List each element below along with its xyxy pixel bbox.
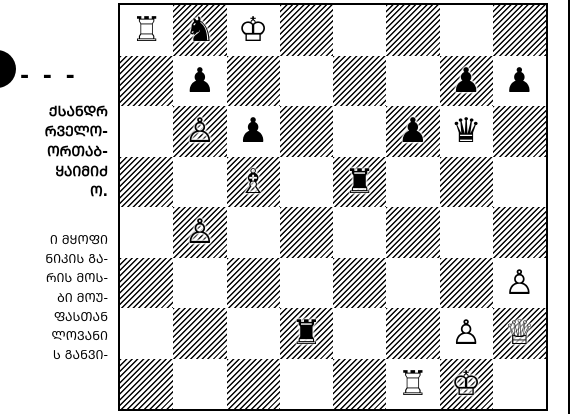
square-d5 <box>280 157 333 208</box>
square-b1 <box>173 359 226 410</box>
square-h8 <box>493 5 546 56</box>
square-a7 <box>120 56 173 107</box>
square-f2 <box>386 308 439 359</box>
black-pawn-icon: ♟ <box>386 106 439 157</box>
square-c3 <box>227 258 280 309</box>
square-f5 <box>386 157 439 208</box>
square-g8 <box>440 5 493 56</box>
square-f8 <box>386 5 439 56</box>
square-a5 <box>120 157 173 208</box>
article-body: Ი ᲛᲧᲝᲤᲘ ᲜᲘᲙᲘᲡ ᲒᲐ- ᲠᲘᲡ ᲛᲝᲡ- ᲑᲘ ᲛᲝᲣ- ᲤᲐᲡᲗᲐ… <box>0 230 108 364</box>
black-pawn-icon: ♟ <box>173 56 226 107</box>
square-f4 <box>386 207 439 258</box>
square-b2 <box>173 308 226 359</box>
square-f3 <box>386 258 439 309</box>
square-c1 <box>227 359 280 410</box>
square-h6 <box>493 106 546 157</box>
square-h4 <box>493 207 546 258</box>
square-g4 <box>440 207 493 258</box>
square-d4 <box>280 207 333 258</box>
square-c4 <box>227 207 280 258</box>
square-e4 <box>333 207 386 258</box>
black-queen-icon: ♛ <box>440 106 493 157</box>
square-d6 <box>280 106 333 157</box>
page-edge-line <box>568 0 570 414</box>
black-rook-icon: ♜ <box>280 308 333 359</box>
square-d7 <box>280 56 333 107</box>
square-f7 <box>386 56 439 107</box>
white-rook-icon: ♖ <box>120 5 173 56</box>
dash-separator: - - - <box>20 64 78 89</box>
square-b3 <box>173 258 226 309</box>
square-d3 <box>280 258 333 309</box>
white-king-icon: ♔ <box>227 5 280 56</box>
bullet-circle <box>0 50 16 88</box>
square-a3 <box>120 258 173 309</box>
square-e3 <box>333 258 386 309</box>
black-rook-icon: ♜ <box>333 157 386 208</box>
white-pawn-icon: ♙ <box>173 106 226 157</box>
white-queen-icon: ♕ <box>493 308 546 359</box>
white-rook-icon: ♖ <box>386 359 439 410</box>
square-a1 <box>120 359 173 410</box>
square-e2 <box>333 308 386 359</box>
white-bishop-icon: ♗ <box>227 157 280 208</box>
chess-board: ♖♞♔♟♟♟♙♟♟♛♗♜♙♙♜♙♕♖♔ <box>120 5 546 409</box>
square-g3 <box>440 258 493 309</box>
square-h5 <box>493 157 546 208</box>
square-e6 <box>333 106 386 157</box>
square-h1 <box>493 359 546 410</box>
square-d1 <box>280 359 333 410</box>
black-knight-icon: ♞ <box>173 5 226 56</box>
square-e8 <box>333 5 386 56</box>
square-c2 <box>227 308 280 359</box>
article-heading: ᲥᲡᲐᲜᲓᲠ ᲠᲕᲔᲚᲝ- ᲝᲠᲗᲐᲑ- ᲧᲐᲘᲛᲘᲫ Ო. <box>0 102 108 202</box>
white-pawn-icon: ♙ <box>493 258 546 309</box>
square-g5 <box>440 157 493 208</box>
square-e7 <box>333 56 386 107</box>
square-b5 <box>173 157 226 208</box>
square-a4 <box>120 207 173 258</box>
article-column: - - - ᲥᲡᲐᲜᲓᲠ ᲠᲕᲔᲚᲝ- ᲝᲠᲗᲐᲑ- ᲧᲐᲘᲛᲘᲫ Ო. Ი Მ… <box>0 0 110 414</box>
square-c7 <box>227 56 280 107</box>
black-pawn-icon: ♟ <box>493 56 546 107</box>
white-pawn-icon: ♙ <box>440 308 493 359</box>
square-d8 <box>280 5 333 56</box>
black-pawn-icon: ♟ <box>440 56 493 107</box>
square-a6 <box>120 106 173 157</box>
square-e1 <box>333 359 386 410</box>
white-pawn-icon: ♙ <box>173 207 226 258</box>
white-king-icon: ♔ <box>440 359 493 410</box>
black-pawn-icon: ♟ <box>227 106 280 157</box>
square-a2 <box>120 308 173 359</box>
